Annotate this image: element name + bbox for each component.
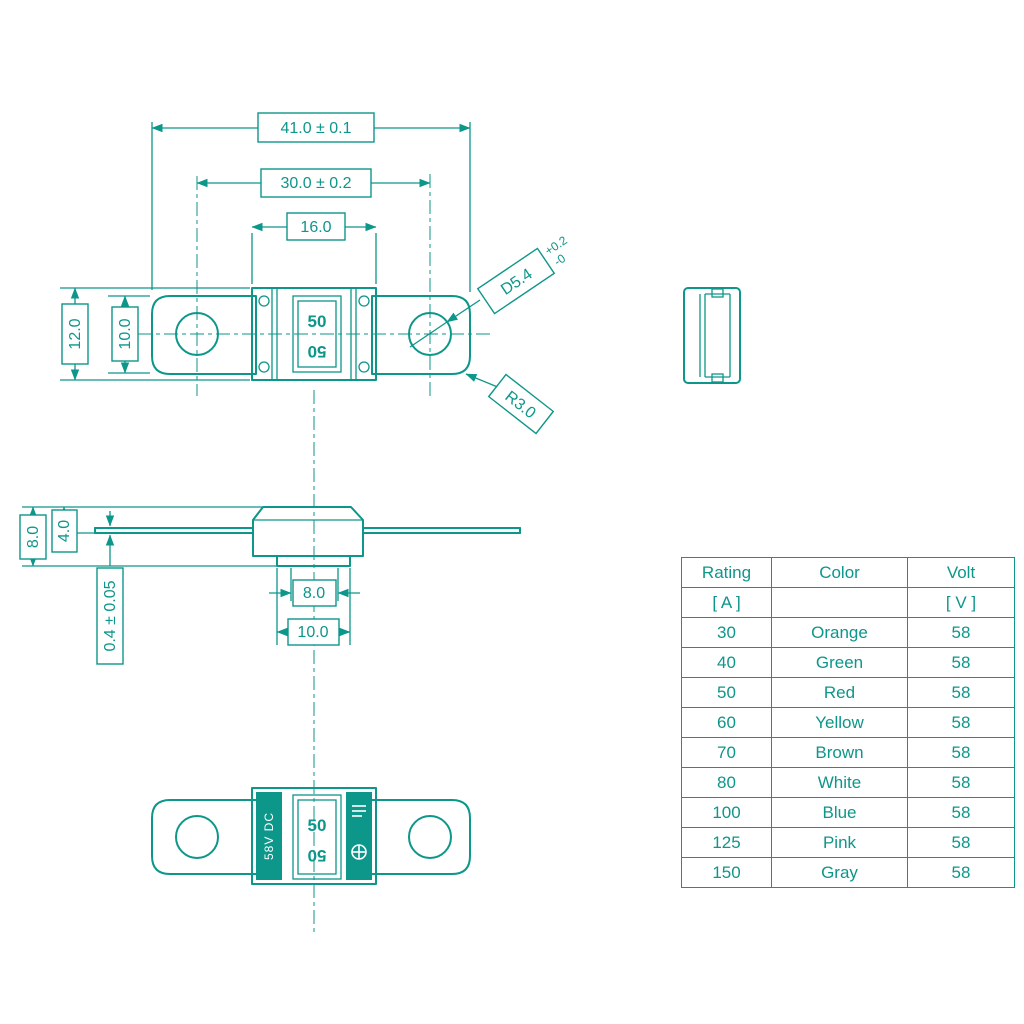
table-row: 50 Red 58 — [681, 677, 1015, 708]
left-mounting-hole — [175, 312, 219, 356]
color-cell: Yellow — [771, 707, 908, 738]
volt-cell: 58 — [907, 797, 1015, 828]
label-plate — [292, 794, 342, 880]
left-mounting-hole — [175, 815, 219, 859]
volt-cell: 58 — [907, 677, 1015, 708]
side-body-step — [276, 555, 351, 567]
rating-cell: 50 — [681, 677, 772, 708]
right-terminal — [362, 799, 471, 875]
col-header-color: Color — [771, 557, 908, 588]
table-row: 100 Blue 58 — [681, 797, 1015, 828]
right-mounting-hole — [408, 312, 452, 356]
color-cell: Blue — [771, 797, 908, 828]
left-terminal — [151, 295, 257, 375]
color-cell: White — [771, 767, 908, 798]
dim-body-height: 12.0 — [60, 287, 250, 381]
table-row: 80 White 58 — [681, 767, 1015, 798]
dim-hole-diameter: D5.4 +0.2 -0 — [409, 233, 570, 348]
dim-overall-height: 8.0 — [19, 506, 276, 567]
end-view — [683, 287, 741, 384]
color-cell: Gray — [771, 857, 908, 888]
rating-cell: 40 — [681, 647, 772, 678]
col-header-rating: Rating — [681, 557, 772, 588]
fuse-body — [251, 287, 377, 381]
rating-marking-mirrored: 50 — [308, 342, 327, 361]
dim-corner-radius: R3.0 — [465, 373, 555, 435]
color-cell: Green — [771, 647, 908, 678]
dim-terminal-thickness: 0.4 ± 0.05 — [96, 511, 124, 665]
body-details — [258, 288, 370, 380]
voltage-band — [256, 792, 282, 880]
color-cell: Orange — [771, 617, 908, 648]
right-terminal — [371, 295, 471, 375]
dim-body-height-label: 12.0 — [67, 318, 84, 349]
color-cell: Pink — [771, 827, 908, 858]
volt-cell: 58 — [907, 707, 1015, 738]
rating-marking: 50 — [308, 312, 327, 331]
rating-cell: 125 — [681, 827, 772, 858]
front-view: 58V DC 50 50 — [151, 787, 471, 885]
dim-terminal-thickness-label: 0.4 ± 0.05 — [102, 580, 119, 651]
brand-mark-icon — [352, 805, 366, 817]
unit-amps: [ A ] — [681, 587, 772, 618]
left-terminal — [151, 799, 266, 875]
rating-marking: 50 — [308, 816, 327, 835]
dim-hole-pitch-label: 30.0 ± 0.2 — [280, 175, 351, 192]
end-view-slot — [699, 288, 731, 383]
fuse-body — [251, 787, 377, 885]
color-cell: Brown — [771, 737, 908, 768]
end-view-outline — [683, 287, 741, 384]
side-body — [252, 506, 364, 557]
unit-volts: [ V ] — [907, 587, 1015, 618]
dim-body-width: 16.0 — [251, 212, 377, 284]
dim-base-width: 10.0 — [276, 568, 351, 646]
volt-cell: 58 — [907, 767, 1015, 798]
table-row: 30 Orange 58 — [681, 617, 1015, 648]
side-view — [94, 506, 521, 567]
voltage-marking: 58V DC — [262, 812, 276, 860]
dim-upper-height-label: 4.0 — [56, 520, 73, 542]
dim-overall-height-label: 8.0 — [25, 526, 42, 548]
rating-cell: 60 — [681, 707, 772, 738]
dim-slot-width: 8.0 — [269, 568, 360, 607]
rating-marking-mirrored: 50 — [308, 846, 327, 865]
table-row: 125 Pink 58 — [681, 827, 1015, 858]
centerlines — [138, 174, 492, 934]
rating-cell: 30 — [681, 617, 772, 648]
dim-hole-pitch: 30.0 ± 0.2 — [196, 168, 431, 198]
dim-upper-height: 4.0 — [51, 506, 95, 553]
volt-cell: 58 — [907, 647, 1015, 678]
right-mounting-hole — [408, 815, 452, 859]
top-view: 50 50 — [151, 287, 471, 381]
rating-cell: 100 — [681, 797, 772, 828]
rating-cell: 70 — [681, 737, 772, 768]
volt-cell: 58 — [907, 827, 1015, 858]
table-units-row: [ A ] [ V ] — [681, 587, 1015, 618]
volt-cell: 58 — [907, 857, 1015, 888]
rating-cell: 80 — [681, 767, 772, 798]
dim-base-width-label: 10.0 — [297, 624, 328, 641]
label-plate — [292, 295, 342, 373]
dim-terminal-width: 10.0 — [108, 295, 150, 374]
color-cell: Red — [771, 677, 908, 708]
volt-cell: 58 — [907, 737, 1015, 768]
dim-overall-length: 41.0 ± 0.1 — [151, 112, 471, 292]
table-row: 40 Green 58 — [681, 647, 1015, 678]
rating-cell: 150 — [681, 857, 772, 888]
table-row: 70 Brown 58 — [681, 737, 1015, 768]
dim-slot-width-label: 8.0 — [303, 585, 325, 602]
volt-cell: 58 — [907, 617, 1015, 648]
table-row: 60 Yellow 58 — [681, 707, 1015, 738]
dim-body-width-label: 16.0 — [300, 219, 331, 236]
rating-table: Rating Color Volt [ A ] [ V ] 30 Orange … — [681, 557, 1015, 888]
dim-overall-length-label: 41.0 ± 0.1 — [280, 120, 351, 137]
unit-blank — [771, 587, 908, 618]
dim-terminal-width-label: 10.0 — [117, 318, 134, 349]
col-header-volt: Volt — [907, 557, 1015, 588]
table-header-row: Rating Color Volt — [681, 557, 1015, 588]
table-row: 150 Gray 58 — [681, 857, 1015, 888]
circle-plus-icon — [351, 844, 367, 860]
